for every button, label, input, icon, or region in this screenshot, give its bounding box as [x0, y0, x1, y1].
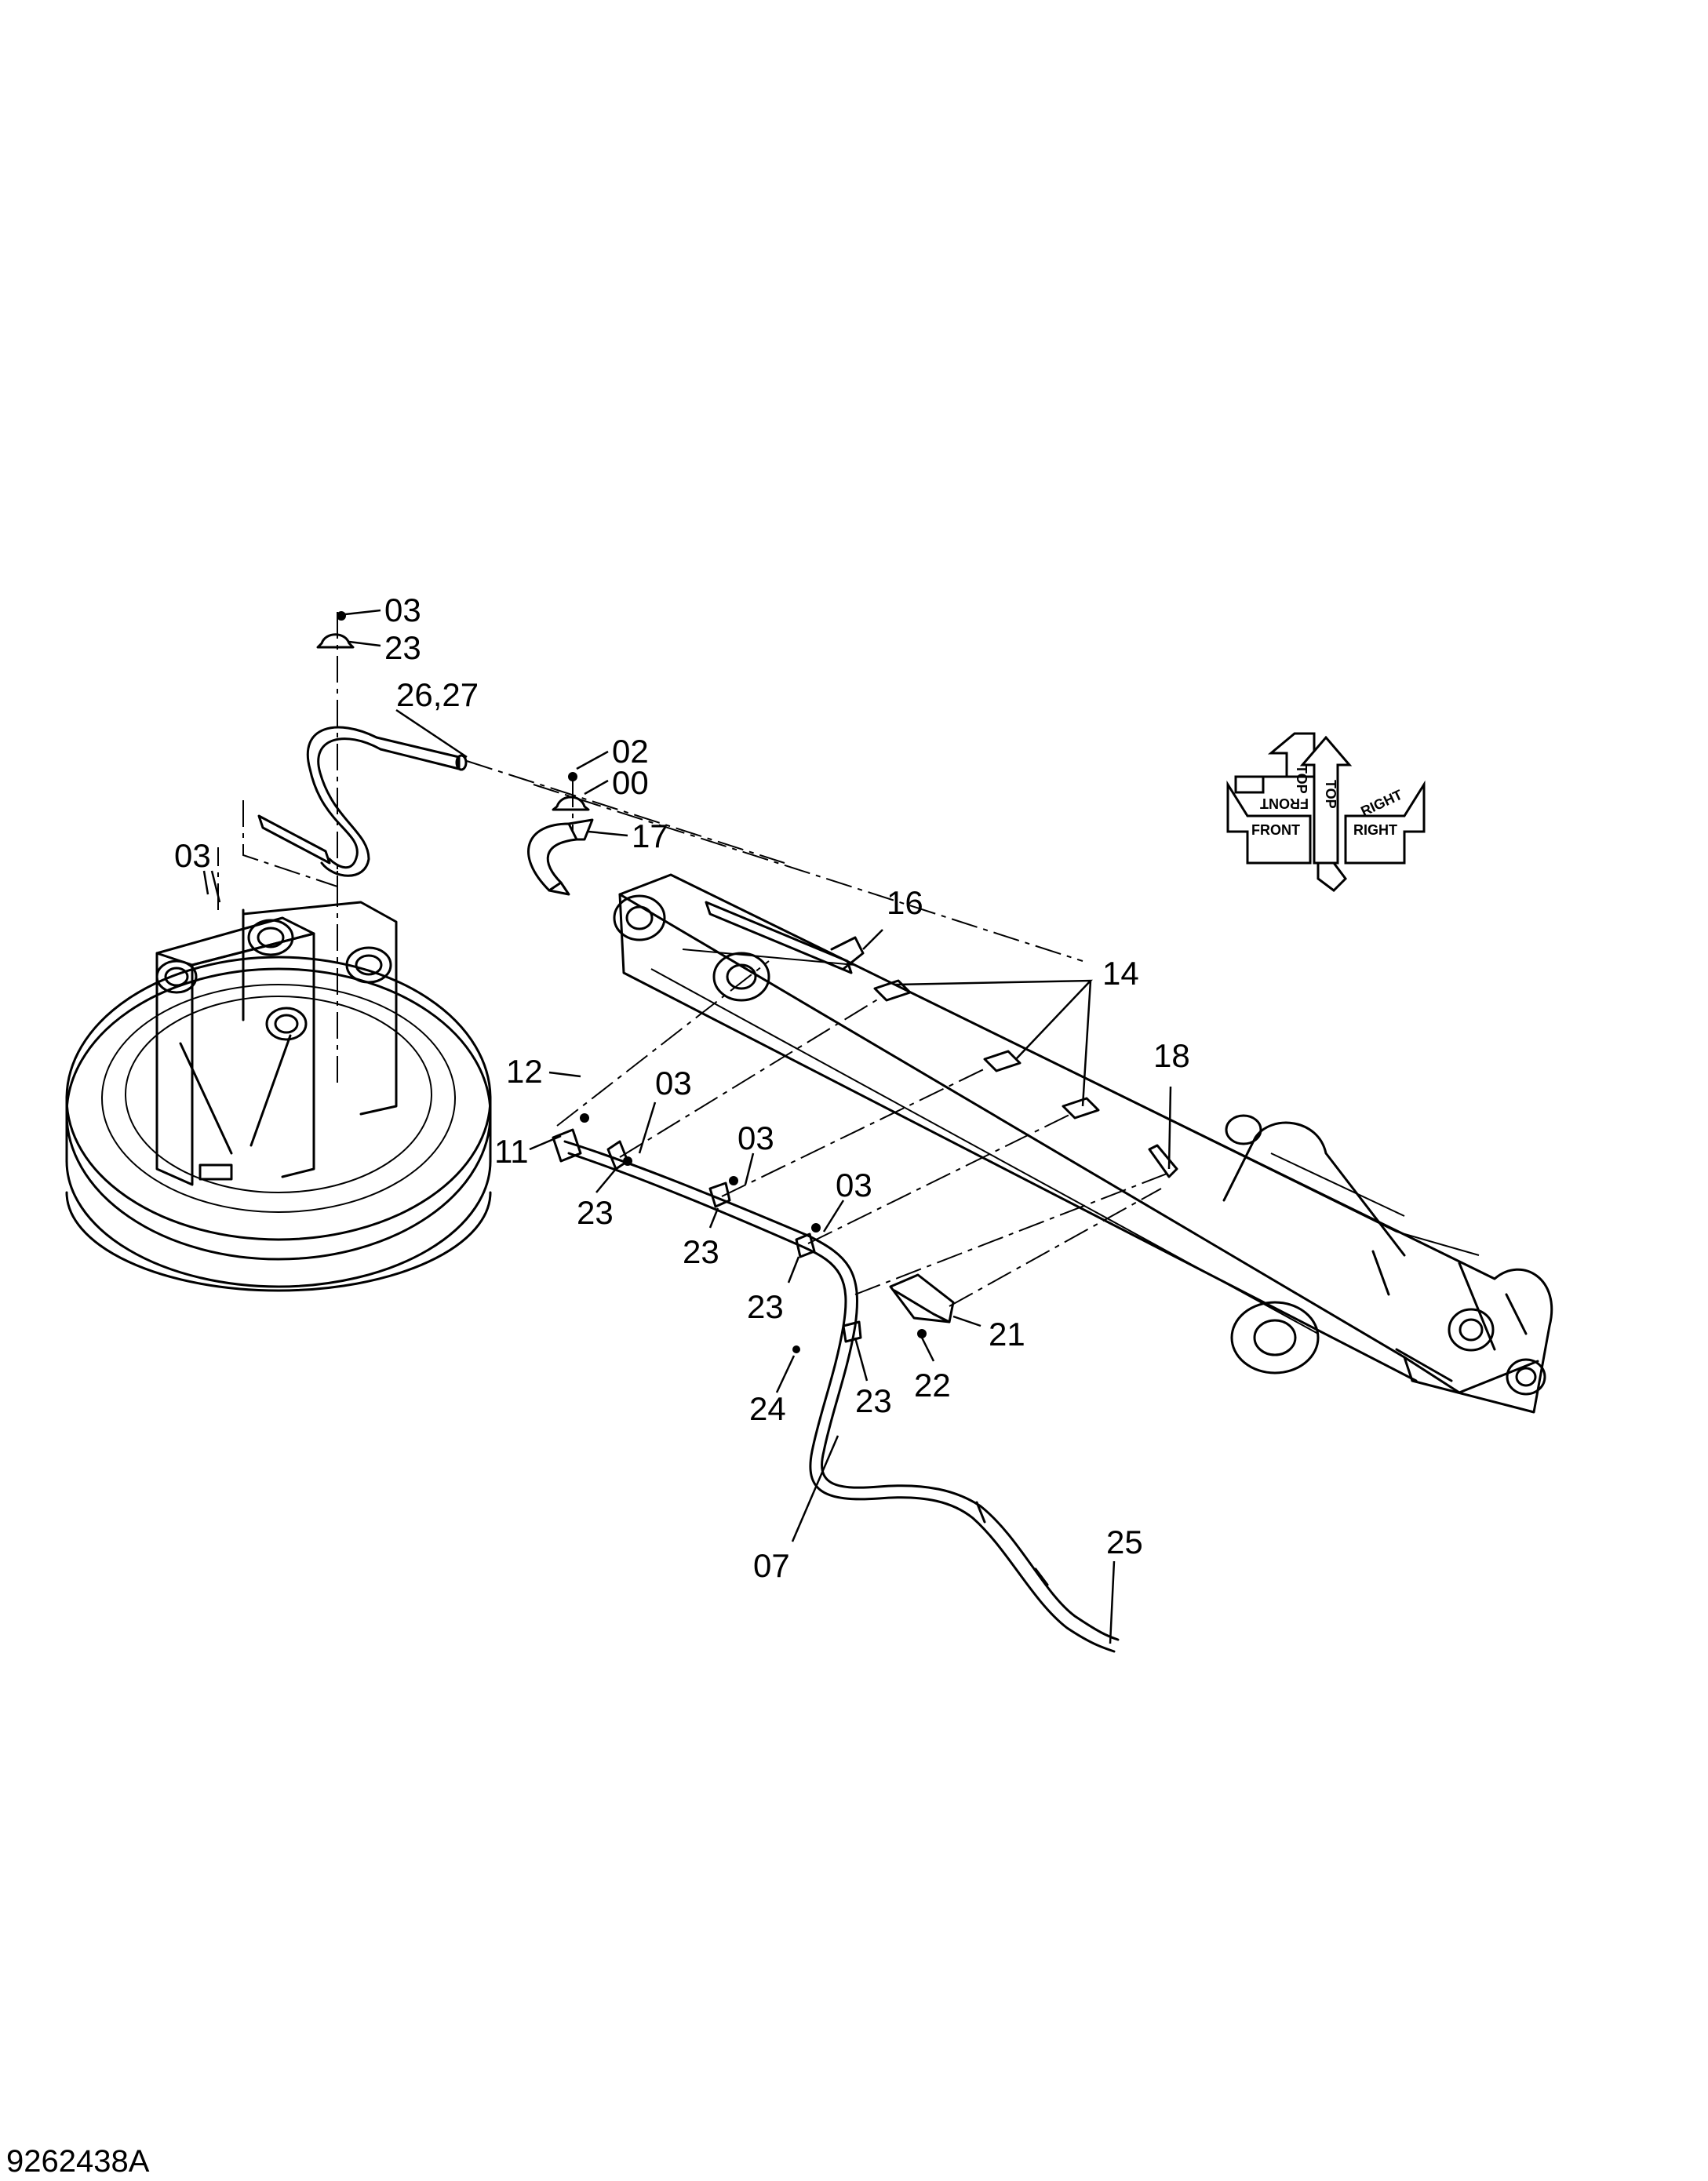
label-03-top: 03 [384, 592, 421, 628]
label-21: 21 [989, 1316, 1025, 1353]
part-labels: 03 23 26,27 02 00 17 03 16 14 18 12 03 1… [174, 592, 1190, 1584]
label-11: 11 [494, 1133, 529, 1170]
top-label: TOP [1323, 780, 1338, 809]
clamp-17 [527, 772, 594, 896]
boom [613, 873, 1553, 1414]
cable-assembly-26-27 [242, 611, 1083, 962]
label-23-b: 23 [683, 1233, 719, 1270]
label-16: 16 [887, 884, 923, 921]
label-12: 12 [506, 1053, 543, 1090]
right-mirror-label: RIGHT [1358, 787, 1404, 820]
label-23-c: 23 [747, 1288, 784, 1325]
label-00: 00 [612, 764, 649, 801]
label-14: 14 [1102, 955, 1139, 992]
label-22: 22 [914, 1367, 951, 1404]
left-arrow-icon [1226, 780, 1312, 865]
top-mirror-label: TOP [1294, 765, 1309, 794]
front-mirror-label: FRONT [1260, 796, 1309, 811]
label-03-c: 03 [836, 1167, 872, 1203]
label-23-top: 23 [384, 629, 421, 666]
label-02: 02 [612, 733, 649, 770]
leader-lines [202, 609, 1172, 1644]
label-03-b: 03 [737, 1120, 774, 1156]
label-25: 25 [1106, 1524, 1143, 1560]
label-23-a: 23 [577, 1194, 614, 1231]
label-24: 24 [749, 1390, 786, 1427]
document-code: 9262438A [6, 2144, 150, 2179]
label-03-left: 03 [174, 837, 211, 874]
orientation-indicator: FRONT RIGHT FRONT RIGHT TOP TOP [1226, 732, 1426, 892]
front-label: FRONT [1251, 822, 1300, 838]
label-17: 17 [632, 817, 668, 854]
label-07: 07 [753, 1547, 790, 1584]
right-arrow-icon [1344, 780, 1426, 865]
label-18: 18 [1153, 1037, 1190, 1074]
label-03-a: 03 [655, 1065, 692, 1101]
lifting-magnet [65, 847, 492, 1292]
hose-route [552, 960, 1170, 1653]
label-23-d: 23 [855, 1382, 892, 1419]
right-label: RIGHT [1353, 822, 1397, 838]
label-26-27: 26,27 [396, 676, 479, 713]
